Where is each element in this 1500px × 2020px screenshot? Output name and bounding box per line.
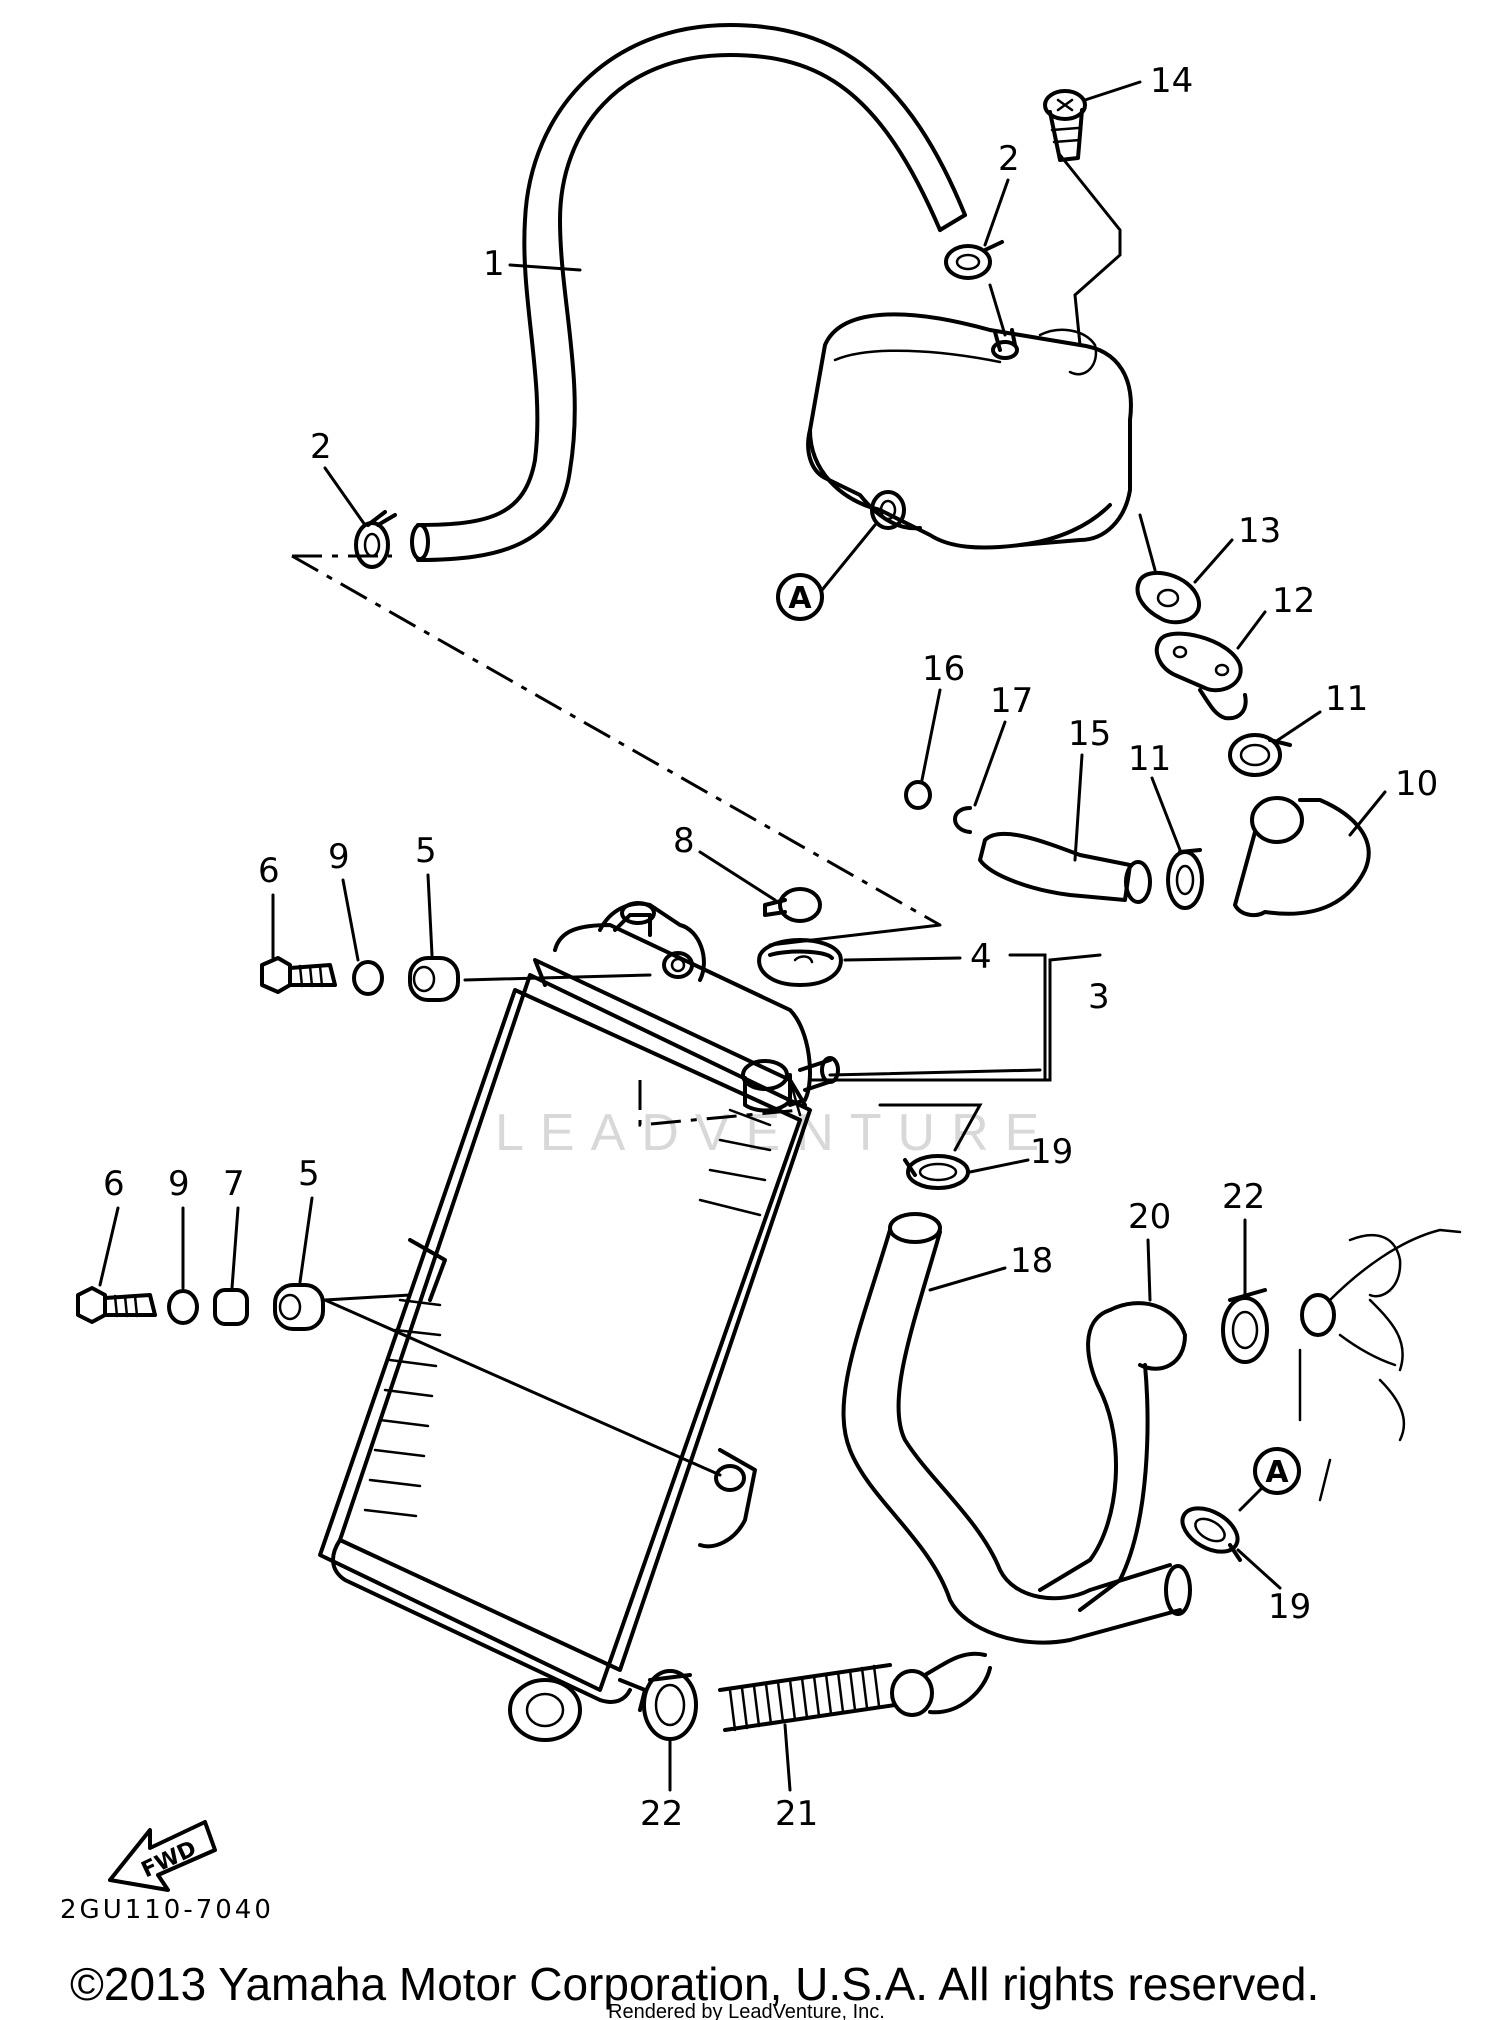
callout-11-left: 11 — [1128, 739, 1171, 779]
callout-19-lower: 19 — [1268, 1587, 1311, 1627]
callout-17: 17 — [990, 681, 1033, 721]
hose-clamp-22-upper — [1221, 1288, 1269, 1364]
callout-6-upper: 6 — [258, 851, 280, 891]
radiator — [318, 901, 840, 1742]
callout-2-left: 2 — [310, 427, 332, 467]
o-ring-16 — [904, 780, 932, 810]
callout-1: 1 — [483, 244, 505, 284]
pipe-fitting-12 — [1154, 631, 1248, 721]
callout-12: 12 — [1272, 581, 1315, 621]
hose-clamp-top — [944, 240, 1004, 280]
callout-20: 20 — [1128, 1197, 1171, 1237]
radiator-cap — [757, 938, 843, 987]
callout-5-lower: 5 — [298, 1154, 320, 1194]
collar-7 — [213, 1288, 249, 1326]
callout-8: 8 — [673, 821, 695, 861]
hose-clamp-22-lower — [642, 1669, 698, 1741]
washer-9-upper — [352, 960, 384, 996]
copyright-notice: ©2013 Yamaha Motor Corporation, U.S.A. A… — [70, 1958, 1319, 2010]
svg-text:A: A — [788, 581, 812, 616]
callout-2-top: 2 — [998, 139, 1020, 179]
hose-clamp-11-left — [1166, 848, 1204, 910]
callout-labels: 1 2 2 14 13 12 11 10 11 15 16 17 8 6 9 5… — [98, 61, 1438, 1834]
callout-14: 14 — [1150, 61, 1193, 101]
hose-21 — [718, 1651, 992, 1732]
hose-18 — [841, 1212, 1192, 1645]
hose-clamp-11-right — [1228, 733, 1292, 777]
svg-text:A: A — [1265, 1455, 1289, 1490]
rendered-by: Rendered by LeadVenture, Inc. — [608, 2001, 885, 2020]
bolt-6-upper — [260, 956, 337, 994]
hose-15 — [978, 831, 1152, 904]
overflow-hose — [410, 23, 967, 562]
hose-20 — [1038, 1301, 1187, 1612]
hose-clamp-left — [354, 510, 397, 569]
callout-3: 3 — [1088, 977, 1110, 1017]
callout-21: 21 — [775, 1794, 818, 1834]
callout-9-lower: 9 — [168, 1164, 190, 1204]
collar-8 — [763, 887, 822, 923]
callout-16: 16 — [922, 649, 965, 689]
fwd-label: FWD — [138, 1836, 201, 1883]
bolt-14 — [1043, 89, 1087, 162]
hose-clamp-19-upper — [903, 1154, 970, 1190]
grommet-13 — [1135, 570, 1202, 625]
washer-9-lower — [167, 1289, 199, 1325]
ref-marker-a-bottom: A — [1238, 1447, 1301, 1512]
callout-22-lower: 22 — [640, 1794, 683, 1834]
ref-marker-a-top: A — [776, 523, 877, 621]
grommet-5-lower — [273, 1283, 325, 1331]
callout-18: 18 — [1010, 1241, 1053, 1281]
hose-10 — [1233, 796, 1371, 918]
callout-22-upper: 22 — [1222, 1177, 1265, 1217]
hose-clamp-19-lower — [1180, 1506, 1242, 1562]
circlip-17 — [953, 806, 972, 834]
callout-6-lower: 6 — [103, 1164, 125, 1204]
grommet-5-upper — [408, 956, 460, 1002]
callout-5-upper: 5 — [415, 831, 437, 871]
bolt-6-lower — [76, 1286, 157, 1324]
diagram-code: 2GU110-7040 — [60, 1895, 274, 1925]
engine-outline — [1298, 1228, 1462, 1502]
callout-11-right: 11 — [1325, 679, 1368, 719]
callout-13: 13 — [1238, 511, 1281, 551]
callout-7: 7 — [223, 1164, 245, 1204]
coolant-reservoir-tank — [806, 312, 1133, 550]
callout-10: 10 — [1395, 764, 1438, 804]
callout-15: 15 — [1068, 714, 1111, 754]
callout-4: 4 — [970, 937, 992, 977]
callout-9-upper: 9 — [328, 837, 350, 877]
leader-lines — [291, 153, 1157, 1477]
fwd-arrow-icon: FWD — [108, 1820, 217, 1892]
callout-bracket — [1008, 953, 1047, 1082]
callout-19-upper: 19 — [1030, 1132, 1073, 1172]
